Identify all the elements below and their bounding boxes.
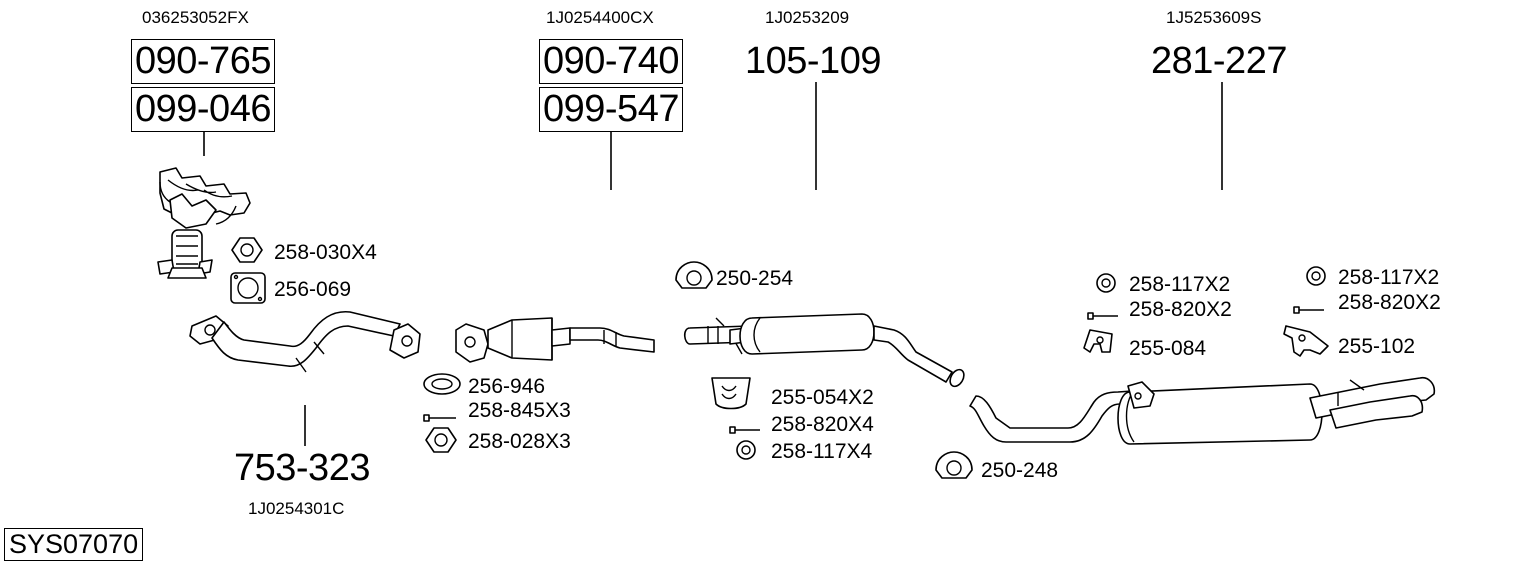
part-number-rear[interactable]: 281-227 — [1151, 40, 1287, 82]
fitting-label[interactable]: 258-820X4 — [771, 413, 874, 436]
fitting-label[interactable]: 256-069 — [274, 278, 352, 301]
bracket-icon — [1283, 325, 1329, 357]
fitting-label[interactable]: 258-117X4 — [771, 440, 873, 463]
part-number-front-pipe[interactable]: 753-323 — [234, 447, 370, 489]
washer-icon — [1306, 266, 1326, 286]
rubber-hanger-icon — [1083, 329, 1113, 353]
fitting-label[interactable]: 256-946 — [468, 375, 546, 398]
fitting-label[interactable]: 258-117X2 — [1338, 266, 1440, 289]
bolt-icon — [1293, 306, 1324, 314]
nut-icon — [425, 427, 457, 453]
part-number-box[interactable]: 090-765 — [131, 39, 275, 84]
catalyst-part — [455, 317, 655, 363]
fitting-label[interactable]: 250-248 — [981, 459, 1059, 482]
rubber-hanger-icon — [711, 377, 751, 410]
bolt-icon — [729, 426, 760, 434]
part-number-middle[interactable]: 105-109 — [745, 40, 881, 82]
fitting-label[interactable]: 250-254 — [716, 267, 794, 290]
oe-number-catalyst: 1J0254400CX — [546, 8, 654, 27]
oe-number-middle: 1J0253209 — [765, 8, 850, 27]
front-pipe-part — [189, 310, 421, 373]
middle-silencer-part — [683, 313, 965, 388]
bolt-icon — [423, 414, 456, 422]
fitting-label[interactable]: 258-820X2 — [1129, 298, 1232, 321]
fitting-label[interactable]: 255-102 — [1338, 335, 1416, 358]
ring-gasket-icon — [423, 373, 461, 395]
fitting-label[interactable]: 255-084 — [1129, 337, 1207, 360]
fitting-label[interactable]: 258-030X4 — [274, 241, 377, 264]
nut-icon — [231, 237, 263, 263]
washer-icon — [736, 440, 756, 460]
bolt-icon — [1087, 312, 1118, 320]
part-number-box[interactable]: 090-740 — [539, 39, 683, 84]
clamp-icon — [675, 261, 713, 289]
manifold-catalyst-part — [157, 167, 251, 279]
fitting-label[interactable]: 258-845X3 — [468, 399, 571, 422]
gasket-icon — [230, 272, 266, 304]
rear-silencer-part — [969, 376, 1436, 445]
oe-number-rear: 1J5253609S — [1166, 8, 1262, 27]
part-number-box[interactable]: 099-046 — [131, 87, 275, 132]
fitting-label[interactable]: 258-820X2 — [1338, 291, 1441, 314]
clamp-icon — [935, 451, 973, 479]
oe-number-manifold: 036253052FX — [142, 8, 249, 27]
fitting-label[interactable]: 258-028X3 — [468, 430, 571, 453]
part-number-box[interactable]: 099-547 — [539, 87, 683, 132]
system-code-box: SYS07070 — [4, 528, 144, 561]
fitting-label[interactable]: 255-054X2 — [771, 386, 874, 409]
washer-icon — [1096, 273, 1116, 293]
fitting-label[interactable]: 258-117X2 — [1129, 273, 1231, 296]
oe-number-front-pipe: 1J0254301C — [248, 499, 345, 518]
